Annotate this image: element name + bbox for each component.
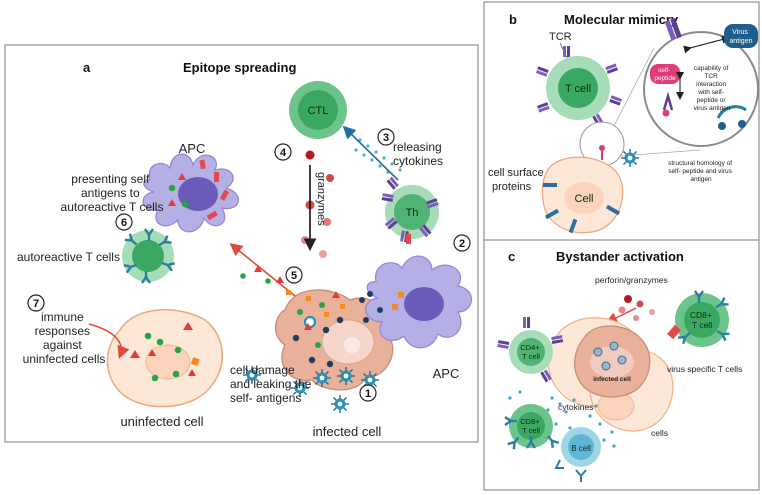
autoreactive-t-cell: [122, 227, 176, 285]
infected-cell-c-label: infected cell: [593, 376, 631, 383]
ctl-cell: CTL: [289, 81, 347, 139]
cytokine-dots: [354, 138, 402, 174]
cell-damage-label: cell damage and leaking the self- antige…: [230, 363, 315, 405]
cells-label: cells: [651, 428, 668, 438]
apc-right-label: APC: [433, 366, 460, 381]
svg-text:4: 4: [280, 147, 287, 159]
step-5: 5: [285, 266, 303, 284]
svg-text:7: 7: [33, 298, 39, 310]
step-3: 3: [377, 128, 395, 146]
svg-text:CD4+ T cell: CD4+ T cell: [520, 343, 541, 361]
svg-text:5: 5: [291, 270, 297, 282]
zoom-circle: Virus antigen self- peptide capability o…: [643, 17, 759, 147]
svg-text:T cell: T cell: [565, 83, 591, 95]
step-4: 4: [274, 143, 292, 161]
panel-a-title: Epitope spreading: [183, 60, 296, 75]
ctl-label: CTL: [308, 105, 329, 117]
th-cell: Th: [381, 176, 439, 243]
svg-text:2: 2: [459, 238, 465, 250]
panel-c-infected-cell: infected cell: [574, 325, 651, 398]
step-2: 2: [453, 234, 471, 252]
cytokine-arrow: [342, 125, 399, 181]
svg-text:CD8+ T cell: CD8+ T cell: [520, 417, 541, 435]
uninfected-cell-label: uninfected cell: [120, 414, 203, 429]
panel-c-title: Bystander activation: [556, 249, 684, 264]
svg-text:Cell: Cell: [575, 193, 594, 205]
cd8-bottom-t-cell: CD8+ T cell: [503, 404, 561, 451]
perforin-dots: [618, 295, 655, 321]
perforin-label: perforin/granzymes: [595, 275, 668, 285]
apc-top-cell: [142, 153, 239, 233]
step-6: 6: [115, 213, 133, 231]
cytokines-label: cytokines: [558, 402, 593, 412]
capability-label: capability of TCR interaction with self-…: [694, 65, 731, 112]
releasing-cytokines-label: releasing cytokines: [393, 140, 445, 168]
immune-responses-label: immune responses against uninfected cell…: [23, 310, 106, 366]
apc-interaction-dots: [359, 291, 383, 323]
svg-text:3: 3: [383, 132, 389, 144]
virus-specific-label: virus specific T cells: [667, 364, 742, 374]
b-cell: B cell: [554, 427, 601, 482]
panel-b-title: Molecular mimicry: [564, 12, 679, 27]
cd4-t-cell: CD4+ T cell: [497, 317, 564, 383]
structural-homology-label: structural homology of self- peptide and…: [668, 160, 734, 183]
cell-surface-proteins-label: cell surface proteins: [488, 167, 547, 193]
presenting-label: presenting self antigens to autoreactive…: [61, 172, 164, 214]
immune-response-arrow: [88, 323, 130, 359]
panel-c-letter: c: [508, 249, 515, 264]
cd8-top-t-cell: CD8+ T cell: [667, 289, 731, 347]
infected-cell-label: infected cell: [313, 424, 382, 439]
panel-c-cytokine-dots: [508, 390, 616, 448]
step-1: 1: [359, 384, 377, 402]
svg-text:1: 1: [365, 388, 371, 400]
panel-b-letter: b: [509, 12, 517, 27]
svg-text:6: 6: [121, 217, 127, 229]
panel-b-self-cell: Cell: [541, 145, 624, 234]
svg-text:B cell: B cell: [571, 444, 591, 453]
autoreactive-label: autoreactive T cells: [17, 250, 120, 264]
uninfected-cell: [106, 309, 223, 408]
apc-right-cell: [365, 234, 473, 349]
step-7: 7: [27, 294, 45, 312]
panel-b-virus: [620, 148, 640, 168]
tcr-label: TCR: [549, 31, 572, 43]
svg-text:CD8+ T cell: CD8+ T cell: [690, 310, 714, 330]
released-antigens: [240, 265, 291, 295]
panel-a-letter: a: [83, 60, 91, 75]
apc-top-label: APC: [179, 141, 206, 156]
self-peptide-tag: self- peptide: [654, 67, 676, 82]
panel-b-t-cell: T cell: [535, 46, 623, 127]
th-label: Th: [406, 207, 419, 219]
granzymes-label: granzymes: [315, 172, 327, 226]
virus-antigen-tag: Virus antigen: [730, 29, 753, 45]
